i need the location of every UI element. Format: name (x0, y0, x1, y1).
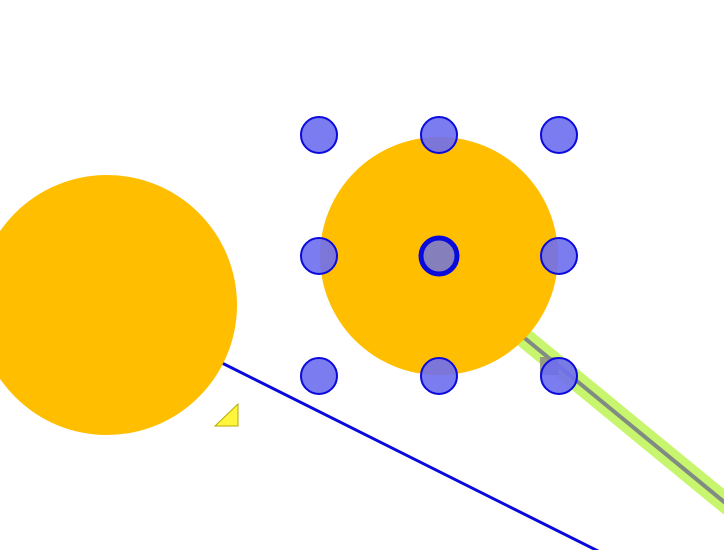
circle-handle-icon[interactable] (300, 357, 338, 395)
circle-handle-icon[interactable] (420, 116, 458, 154)
highlighted-connector[interactable] (498, 314, 724, 515)
circle-handle-icon[interactable] (420, 357, 458, 395)
circle-handle-icon[interactable] (540, 116, 578, 154)
triangle-anchor-icon[interactable] (213, 402, 239, 427)
circle-handle-icon[interactable] (540, 357, 578, 395)
circle-handle-icon[interactable] (540, 237, 578, 275)
highlight-core (503, 320, 724, 505)
selection-handles (300, 116, 578, 395)
circle-node-left[interactable] (0, 175, 237, 435)
circle-handle-icon[interactable] (300, 237, 338, 275)
circle-handle-icon[interactable] (300, 116, 338, 154)
connector-line[interactable] (221, 361, 600, 550)
ring-pivot-icon[interactable] (418, 235, 460, 277)
